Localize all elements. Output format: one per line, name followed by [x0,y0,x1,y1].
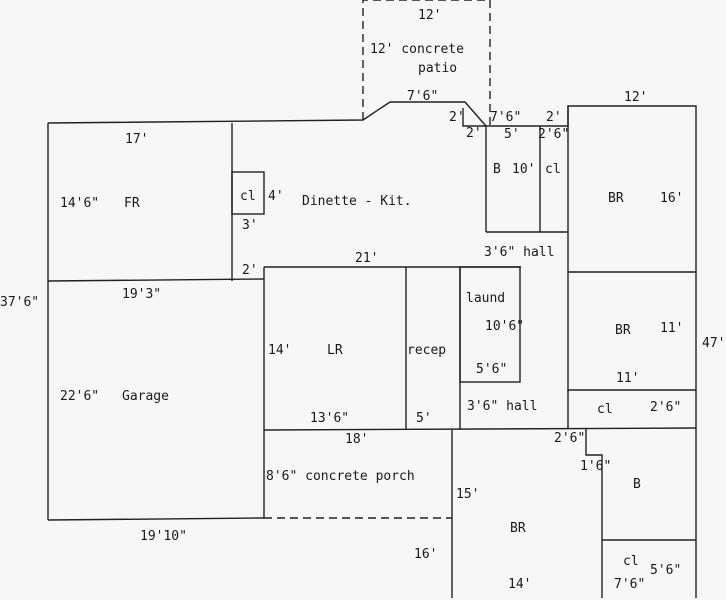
top-dim-e: 2' [546,110,562,125]
porch-width: 18' [345,432,368,447]
closet-fr-dim-a: 4' [268,189,284,204]
dinette-width: 21' [355,251,378,266]
dinette-name: Dinette - Kit. [302,194,412,209]
overall-right: 47' [702,336,725,351]
br3-outer: 16' [414,547,437,562]
lr-name: LR [327,343,343,358]
fr-name: FR [124,196,140,211]
closet-fr-name: cl [240,189,256,204]
br2-width: 11' [616,371,639,386]
garage-name: Garage [122,389,169,404]
porch-label: 8'6" concrete porch [266,469,415,484]
lr-width: 13'6" [310,411,349,426]
closet-bath-name: cl [545,162,561,177]
lr-depth: 14' [268,343,291,358]
br3-depth: 15' [456,487,479,502]
hall2-label: 3'6" hall [467,399,537,414]
laund-dim-b: 5'6" [476,362,507,377]
recep-width: 5' [416,411,432,426]
br2-name: BR [615,323,631,338]
hall1-label: 3'6" hall [484,245,554,260]
br3-name: BR [510,521,526,536]
br3-width: 14' [508,577,531,592]
recep-name: recep [407,343,446,358]
top-dim-b: 2' [449,110,465,125]
labels: 12' 12' concrete patio 7'6" 2' 2' 7'6" 2… [0,8,725,592]
overall-left: 37'6" [0,295,39,310]
laund-name: laund [466,291,505,306]
bath1-width: 5' [504,127,520,142]
top-dim-f: 12' [624,90,647,105]
closet-bath-width: 2'6" [538,127,569,142]
closet-fr-dim-b: 3' [242,218,258,233]
br1-depth: 16' [660,191,683,206]
garage-bottom-width: 19'10" [140,529,187,544]
closet-br2-name: cl [597,402,613,417]
top-dim-a: 7'6" [407,89,438,104]
fr-width: 17' [125,132,148,147]
bath1-name: B [493,162,501,177]
bath2-dim-a: 2'6" [554,431,585,446]
closet-br2-width: 2'6" [650,400,681,415]
closet-bath2-name: cl [623,554,639,569]
br1-name: BR [608,191,624,206]
walls [47,0,697,598]
top-dim-c: 2' [466,126,482,141]
fr-depth: 14'6" [60,196,99,211]
closet-bath2-dim-a: 5'6" [650,563,681,578]
closet-bath2-dim-b: 7'6" [614,577,645,592]
garage-top-width: 19'3" [122,287,161,302]
garage-depth: 22'6" [60,389,99,404]
dinette-2ft: 2' [242,263,258,278]
bath2-name: B [633,477,641,492]
laund-dim-a: 10'6" [485,319,524,334]
patio-label: 12' concrete [370,42,464,57]
patio-label-2: patio [418,61,457,76]
top-dim-d: 7'6" [490,110,521,125]
bath2-dim-b: 1'6" [580,459,611,474]
br2-depth: 11' [660,321,683,336]
bath1-dim: 10' [512,162,535,177]
patio-width: 12' [418,8,441,23]
